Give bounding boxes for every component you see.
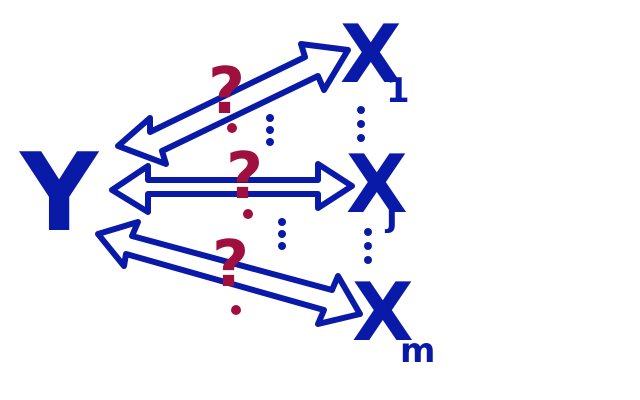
feature-xm-label: X: [352, 266, 414, 359]
feature-xj-subscript: j: [384, 195, 398, 235]
ellipsis-dots-lower-right: [364, 228, 372, 264]
question-dot-xj: [243, 209, 253, 219]
arrow-y-x1: [115, 41, 351, 167]
question-mark-xm: ?: [212, 228, 249, 302]
arrow-y-xm: [95, 219, 363, 327]
ellipsis-dots-upper-right: [357, 106, 365, 142]
question-dot-x1: [227, 123, 237, 133]
question-dot-xm: [231, 305, 241, 315]
arrow-y-xj: [109, 161, 355, 215]
target-variable-y: Y: [18, 131, 100, 256]
ellipsis-dots-upper-middle: [266, 114, 274, 146]
question-mark-x1: ?: [208, 55, 245, 129]
ellipsis-dots-lower-middle: [278, 218, 286, 250]
feature-x1-label: X: [340, 8, 402, 101]
feature-xm-subscript: m: [400, 331, 435, 371]
feature-xj-label: X: [346, 138, 408, 231]
question-mark-xj: ?: [226, 140, 263, 214]
feature-x1-subscript: 1: [386, 71, 410, 111]
